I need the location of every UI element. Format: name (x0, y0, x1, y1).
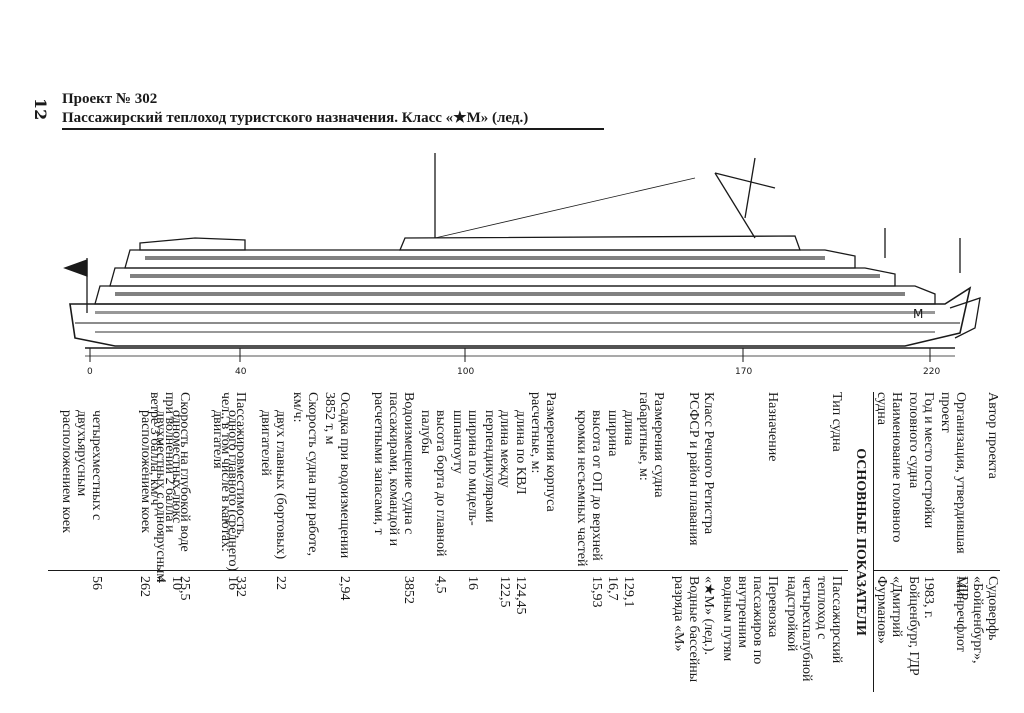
spec-label: Тип судна (829, 392, 844, 452)
spec-label: четырехместных с двухъярусным расположен… (59, 410, 104, 533)
mainmast (744, 157, 756, 219)
spec-label: ширина (605, 410, 620, 457)
deck-2 (94, 285, 936, 305)
divider (874, 570, 1000, 571)
project-number: Проект № 302 (62, 91, 158, 107)
page-number: 12 (31, 98, 50, 121)
spec-value: 15,93 (589, 576, 604, 608)
spec-value: «★М» (лед.). Водные бассейны разряда «М» (671, 576, 716, 683)
spec-value: 129,1 (621, 576, 636, 608)
specifications-table-continued: Пассажировместимость, чел., в том числе … (8, 392, 248, 692)
spec-label: ширина по мидель-шпангоуту (450, 410, 480, 526)
spec-label: двухместных с одноярусным расположением … (138, 410, 168, 583)
frame-label: 220 (923, 367, 940, 377)
spec-label: длина (621, 410, 636, 446)
spec-value: 10 (169, 576, 184, 590)
page-title: Проект № 302 Пассажирский теплоход турис… (62, 90, 528, 128)
project-description: Пассажирский теплоход туристского назнач… (62, 110, 529, 126)
title-underline (62, 128, 604, 130)
deck-4 (124, 249, 856, 269)
spec-value: Перевозка пассажиров по внутренним водны… (720, 576, 780, 665)
frame-label: 170 (735, 367, 752, 377)
flag-icon (63, 259, 88, 277)
spec-label: высота от ОП до верхней кромки несъемных… (574, 410, 604, 567)
spec-value: 1983, г. Бойценбург, ГДР (906, 576, 936, 676)
spec-label: длина по КВЛ (513, 410, 528, 495)
spec-label: Размерения корпуса расчетные, м: (528, 392, 558, 512)
spec-label: высота борта до главной палубы (418, 410, 448, 557)
spec-label: длина между перпендикулярами (482, 410, 512, 523)
spec-value: 122,5 (497, 576, 512, 608)
frame-label: 100 (457, 367, 474, 377)
section-title: ОСНОВНЫЕ ПОКАЗАТЕЛИ (853, 448, 868, 636)
spec-label: Скорость судна при работе, км/ч: (290, 392, 320, 556)
spec-label: одноместных люкс (169, 410, 184, 524)
divider (48, 570, 248, 571)
spec-label: Размерения судна габаритные, м: (636, 392, 666, 498)
spec-value: 3852 (401, 576, 416, 604)
spec-value: 262 (137, 576, 152, 597)
spec-label: Назначение (765, 392, 780, 462)
spec-value: 4 (153, 576, 168, 583)
deck-3 (109, 267, 896, 287)
spec-value: 56 (89, 576, 104, 590)
spec-label: Год и место постройки головного судна (906, 392, 936, 529)
spec-value: 332 (233, 576, 248, 597)
spec-value: Минречфлот (953, 576, 968, 652)
spec-label: Организация, утвердившая проект (938, 392, 968, 554)
spec-label: Пассажировместимость, чел., в том числе … (218, 392, 248, 552)
aft-deckhouse (139, 237, 246, 251)
spec-label: Автор проекта (985, 392, 1000, 479)
spec-label: Класс Речного Регистра РСФСР и район пла… (686, 392, 716, 546)
spec-value: Пассажирский теплоход с четырехпалубной … (784, 576, 844, 682)
ship-profile-drawing: 0 40 100 170 220 М (63, 153, 981, 377)
spec-label: двух главных (бортовых) двигателей (258, 410, 288, 560)
hull-mark: М (913, 307, 923, 321)
spec-label: Наименование головного судна (874, 392, 904, 543)
spec-value: 16 (465, 576, 480, 590)
spec-label: Водоизмещение судна с пассажирами, коман… (371, 392, 416, 547)
frame-label: 40 (235, 367, 247, 377)
spec-label: Осадка при водоизмещении 3852 т, м (322, 392, 352, 559)
spec-value: 124,45 (513, 576, 528, 615)
spec-value: 16,7 (605, 576, 620, 601)
frame-label: 0 (87, 367, 93, 377)
divider (873, 392, 874, 692)
hull (69, 286, 972, 347)
spec-value: «Дмитрий Фурманов» (874, 576, 904, 644)
spec-value: 4,5 (433, 576, 448, 594)
spec-value: 2,94 (337, 576, 352, 601)
spec-value: 22 (273, 576, 288, 590)
